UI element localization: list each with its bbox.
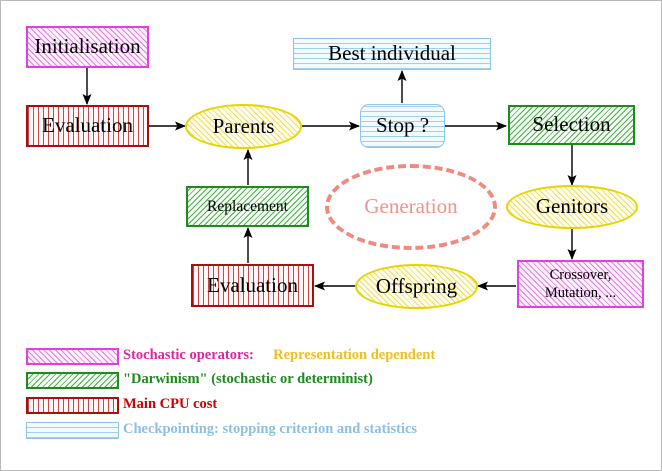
legend-swatch-stochastic-operators bbox=[26, 348, 119, 365]
legend-label-darwinism: "Darwinism" (stochastic or determinist) bbox=[123, 371, 373, 387]
legend-label-checkpointing: Checkpointing: stopping criterion and st… bbox=[123, 421, 418, 437]
node-crossover-mutation[interactable]: Crossover, Mutation, ... bbox=[517, 260, 644, 308]
node-parents[interactable]: Parents bbox=[185, 104, 302, 149]
node-evaluation-top[interactable]: Evaluation bbox=[26, 105, 149, 147]
legend-row-stochastic-operators: Stochastic operators: Representation dep… bbox=[123, 347, 435, 364]
node-replacement[interactable]: Replacement bbox=[186, 186, 309, 227]
legend-swatch-checkpointing bbox=[26, 422, 119, 439]
node-best-individual[interactable]: Best individual bbox=[293, 38, 491, 70]
node-stop[interactable]: Stop ? bbox=[360, 104, 445, 148]
node-evaluation-bottom[interactable]: Evaluation bbox=[191, 264, 314, 307]
legend-label-stochastic-operators: Stochastic operators: bbox=[123, 347, 254, 363]
legend-label-representation-dependent: Representation dependent bbox=[273, 347, 436, 363]
node-generation: Generation bbox=[325, 164, 497, 250]
node-genitors[interactable]: Genitors bbox=[506, 185, 638, 229]
legend-swatch-darwinism bbox=[26, 372, 119, 389]
node-selection[interactable]: Selection bbox=[508, 105, 635, 145]
node-initialisation[interactable]: Initialisation bbox=[26, 26, 149, 68]
legend-label-main-cpu-cost: Main CPU cost bbox=[123, 396, 218, 412]
legend-swatch-main-cpu-cost bbox=[26, 397, 119, 414]
node-offspring[interactable]: Offspring bbox=[355, 264, 478, 309]
